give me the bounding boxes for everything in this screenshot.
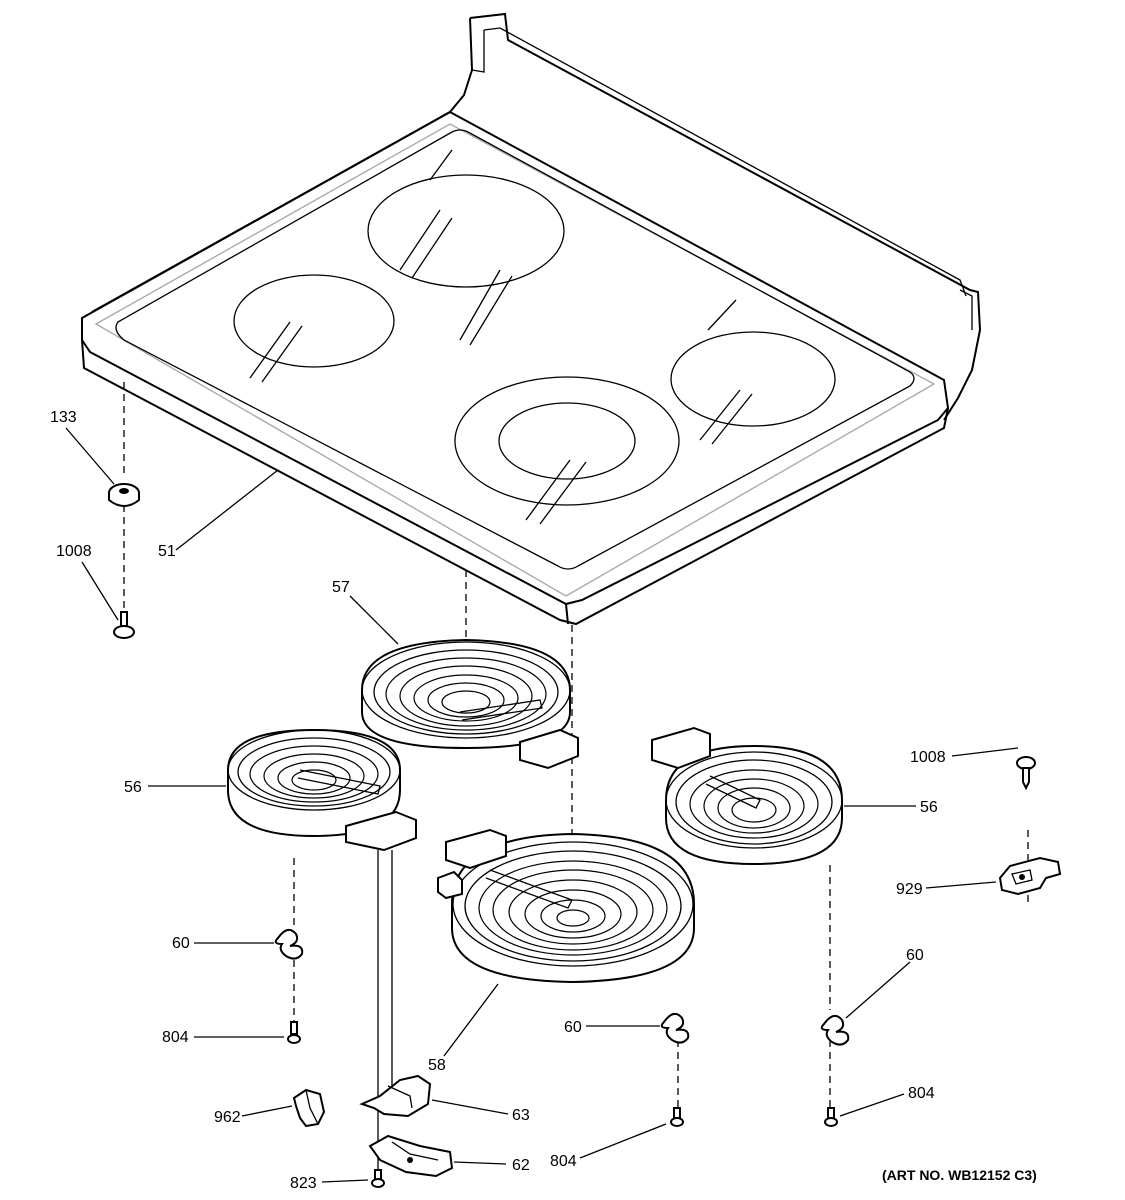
label-60-right: 60 [906, 947, 924, 964]
label-60-left: 60 [172, 935, 190, 952]
label-60-mid: 60 [564, 1019, 582, 1036]
label-823: 823 [290, 1175, 317, 1192]
clip-part-60-right [820, 1014, 850, 1046]
bracket-part-929 [998, 856, 1062, 896]
radiant-element-part-57 [361, 638, 579, 770]
label-804-left: 804 [162, 1029, 189, 1046]
label-56-left: 56 [124, 779, 142, 796]
clip-part-60-left [274, 928, 304, 960]
label-62: 62 [512, 1157, 530, 1174]
screw-804-left [287, 1021, 301, 1044]
leader-lines [65, 427, 1019, 1183]
screw-1008-left [113, 611, 135, 639]
screw-804-right [824, 1107, 838, 1127]
cooktop-maintop [81, 12, 982, 626]
label-804-mid: 804 [550, 1153, 577, 1170]
label-56-right: 56 [920, 799, 938, 816]
label-63: 63 [512, 1107, 530, 1124]
spacer-part-133 [108, 483, 140, 507]
clip-part-962 [292, 1088, 326, 1128]
label-929: 929 [896, 881, 923, 898]
radiant-element-part-56-right [651, 726, 843, 866]
label-133: 133 [50, 409, 77, 426]
label-804-right: 804 [908, 1085, 935, 1102]
screw-823 [371, 1169, 385, 1188]
bracket-part-62 [368, 1134, 454, 1178]
radiant-element-part-56-left [227, 728, 417, 852]
label-1008-left: 1008 [56, 543, 92, 560]
bracket-part-63 [359, 1074, 432, 1118]
art-number: (ART NO. WB12152 C3) [882, 1167, 1037, 1183]
screw-1008-right [1016, 756, 1036, 791]
label-51: 51 [158, 543, 176, 560]
label-58: 58 [428, 1057, 446, 1074]
screw-804-mid [670, 1107, 684, 1127]
label-962: 962 [214, 1109, 241, 1126]
label-1008-right: 1008 [910, 749, 946, 766]
clip-part-60-mid [660, 1012, 690, 1044]
part-labels: 133 1008 51 57 56 1008 56 929 60 60 60 8… [50, 409, 1037, 1192]
label-57: 57 [332, 579, 350, 596]
radiant-element-part-58 [437, 828, 695, 984]
